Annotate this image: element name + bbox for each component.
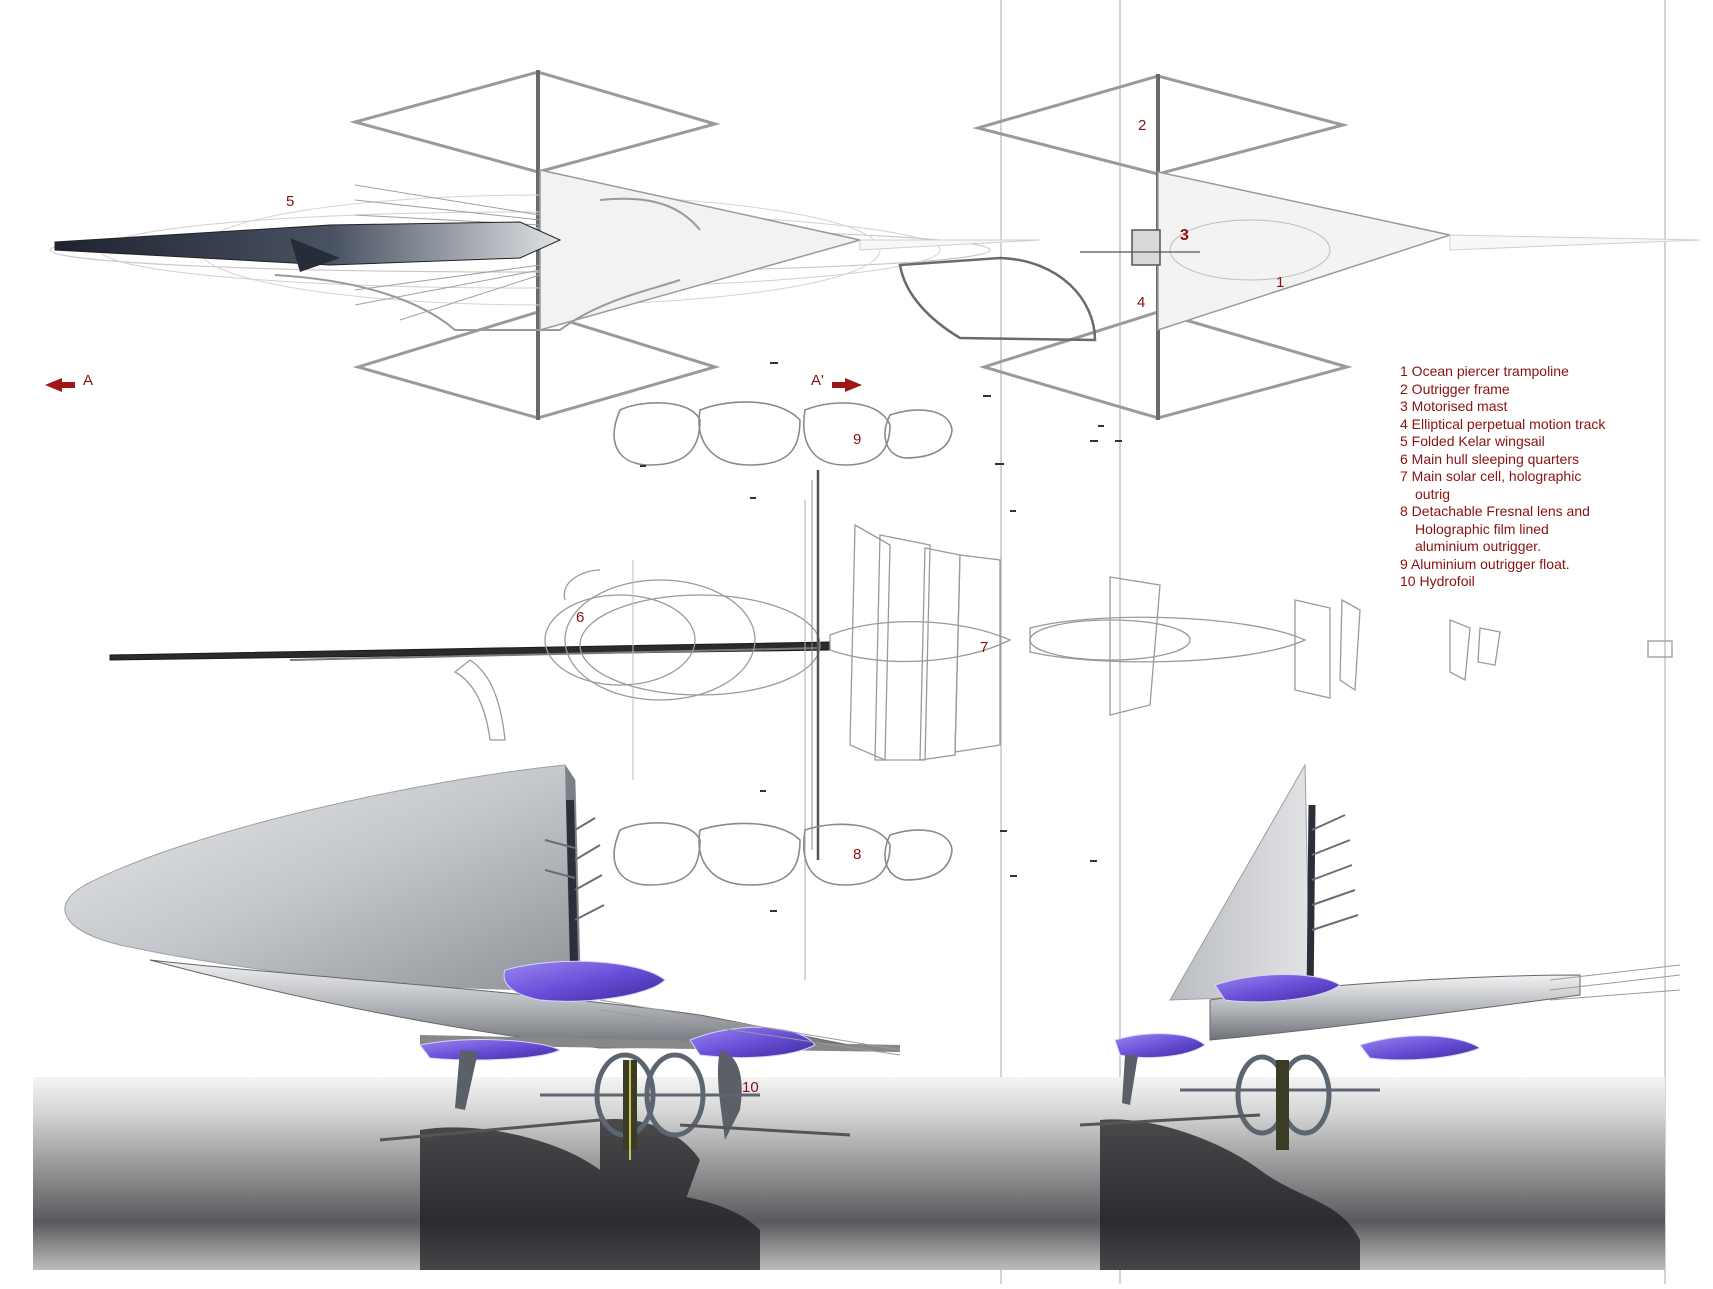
legend-item: 3 Motorised mast: [1400, 398, 1508, 414]
section-mark-a-prime: A': [811, 372, 824, 389]
render-right-vessel: [1079, 763, 1681, 1150]
scattered-fragments: [640, 362, 1122, 912]
legend-item: Holographic film lined: [1415, 520, 1549, 537]
legend-item: 9 Aluminium outrigger float.: [1400, 555, 1570, 572]
legend-item: 4 Elliptical perpetual motion track: [1400, 415, 1606, 432]
legend-item: 8 Detachable Fresnal lens and: [1400, 503, 1590, 519]
section-mark-a: A: [83, 372, 94, 389]
water-surface: [33, 1077, 1665, 1270]
callout-5: 5: [286, 193, 295, 210]
outrigger-floats: [613, 401, 953, 886]
callout-8: 8: [853, 846, 862, 863]
callout-3: 3: [1180, 227, 1189, 244]
callout-10: 10: [742, 1079, 759, 1096]
plan-view-right: [898, 74, 1701, 420]
legend-item: 10 Hydrofoil: [1400, 573, 1475, 589]
legend-item: 2 Outrigger frame: [1400, 380, 1510, 397]
legend: 1 Ocean piercer trampoline 2 Outrigger f…: [1400, 363, 1660, 591]
callout-2: 2: [1138, 117, 1147, 134]
render-left-vessel: [64, 764, 901, 1160]
callout-6: 6: [576, 609, 585, 626]
callout-1: 1: [1276, 274, 1285, 291]
legend-item: 7 Main solar cell, holographic: [1400, 468, 1582, 484]
water-reflections: [420, 1119, 1360, 1270]
folded-wingsail: [54, 221, 562, 266]
legend-item: outrig: [1415, 485, 1451, 502]
callout-4: 4: [1137, 294, 1146, 311]
section-arrows: [45, 378, 862, 392]
sheet-guide-lines: [1000, 0, 1666, 1284]
legend-item: 6 Main hull sleeping quarters: [1400, 450, 1579, 467]
legend-item: 5 Folded Kelar wingsail: [1400, 433, 1545, 449]
callout-7: 7: [980, 639, 989, 656]
exploded-side-view: [109, 470, 1673, 980]
legend-item: 1 Ocean piercer trampoline: [1400, 363, 1569, 379]
callout-9: 9: [853, 431, 862, 448]
legend-item: aluminium outrigger.: [1415, 538, 1542, 554]
